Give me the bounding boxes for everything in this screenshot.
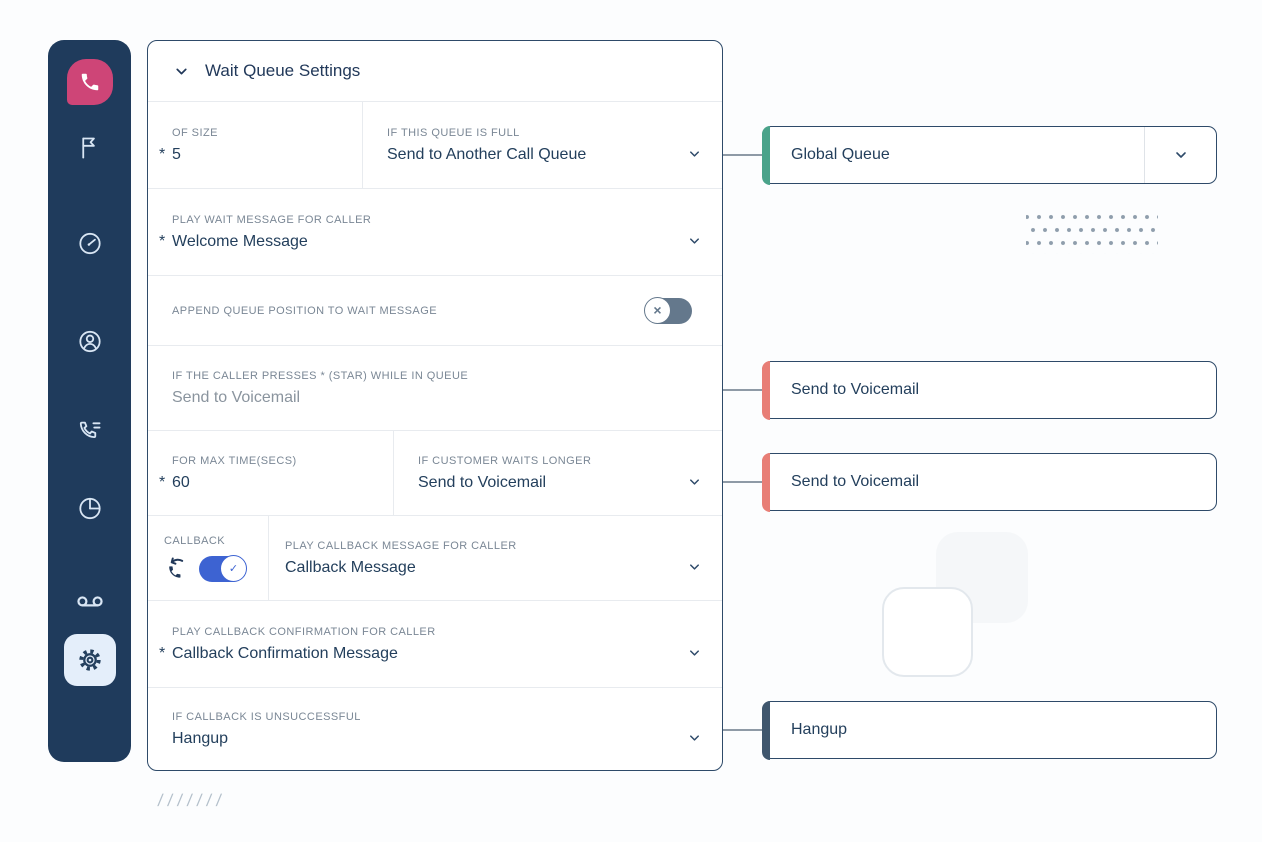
- node-label: Send to Voicemail: [791, 473, 920, 490]
- node-hangup[interactable]: Hangup: [761, 700, 1217, 760]
- field-label: IF CUSTOMER WAITS LONGER: [418, 454, 592, 467]
- node-accent-bar: [761, 125, 770, 185]
- user-icon: [78, 330, 101, 353]
- required-star: *: [159, 145, 166, 163]
- required-star: *: [159, 232, 166, 250]
- phone-list-icon: [79, 421, 100, 439]
- queue-size-value: 5: [172, 145, 181, 163]
- decor-dot-grid: [1026, 214, 1158, 254]
- chevron-down-icon[interactable]: [687, 560, 702, 575]
- panel-title: Wait Queue Settings: [205, 61, 361, 80]
- field-label: IF CALLBACK IS UNSUCCESSFUL: [172, 710, 361, 723]
- field-label: FOR MAX TIME(SECS): [172, 454, 297, 467]
- node-accent-bar: [761, 452, 770, 512]
- callback-unsuccessful-value: Hangup: [172, 729, 229, 747]
- connector-line: [723, 154, 762, 156]
- append-position-toggle[interactable]: [644, 296, 692, 324]
- node-accent-bar: [761, 700, 770, 760]
- row-append-position: APPEND QUEUE POSITION TO WAIT MESSAGE: [148, 276, 722, 346]
- row-callback-unsuccessful: IF CALLBACK IS UNSUCCESSFUL Hangup: [148, 688, 722, 770]
- callback-phone-icon: [169, 557, 184, 578]
- sidebar-item-dashboard[interactable]: [76, 230, 103, 257]
- field-label: IF THE CALLER PRESSES * (STAR) WHILE IN …: [172, 369, 469, 382]
- toggle-x-icon: [644, 296, 671, 324]
- sidebar: [48, 40, 131, 762]
- sidebar-item-voicemail[interactable]: [76, 588, 104, 616]
- flag-icon: [81, 137, 95, 159]
- star-press-value: Send to Voicemail: [172, 388, 301, 406]
- node-accent-bar: [761, 360, 770, 420]
- star-press-field: IF THE CALLER PRESSES * (STAR) WHILE IN …: [148, 346, 722, 430]
- max-time-value: 60: [172, 473, 190, 491]
- node-dropdown-button[interactable]: [1144, 127, 1216, 183]
- callback-toggle[interactable]: [199, 554, 247, 582]
- callback-confirmation-dropdown[interactable]: PLAY CALLBACK CONFIRMATION FOR CALLER * C…: [148, 601, 722, 687]
- node-send-to-voicemail-1[interactable]: Send to Voicemail: [761, 360, 1217, 420]
- node-label: Send to Voicemail: [791, 381, 920, 398]
- pie-chart-icon: [78, 497, 101, 520]
- connector-line: [723, 481, 762, 483]
- node-label: Hangup: [791, 721, 848, 738]
- chevron-down-icon[interactable]: [687, 234, 702, 249]
- sidebar-item-call-metrics[interactable]: [76, 417, 103, 444]
- sidebar-item-contacts[interactable]: [76, 328, 103, 355]
- field-label: IF THIS QUEUE IS FULL: [387, 126, 520, 139]
- app-logo[interactable]: [66, 59, 113, 105]
- callback-cell: CALLBACK: [148, 516, 269, 600]
- wait-queue-settings-panel: Wait Queue Settings OF SIZE * 5 IF THIS Q…: [147, 40, 723, 771]
- field-label: PLAY WAIT MESSAGE FOR CALLER: [172, 213, 372, 226]
- chevron-down-icon: [1175, 152, 1186, 158]
- row-callback: CALLBACK PLAY CALLBACK MESSAGE FOR CALLE…: [148, 516, 722, 601]
- callback-unsuccessful-dropdown[interactable]: IF CALLBACK IS UNSUCCESSFUL Hangup: [148, 688, 722, 770]
- node-send-to-voicemail-2[interactable]: Send to Voicemail: [761, 452, 1217, 512]
- field-label: APPEND QUEUE POSITION TO WAIT MESSAGE: [172, 304, 438, 317]
- sidebar-item-settings[interactable]: [63, 634, 116, 686]
- field-label: OF SIZE: [172, 126, 218, 139]
- sidebar-item-flag[interactable]: [76, 134, 103, 161]
- field-label: PLAY CALLBACK CONFIRMATION FOR CALLER: [172, 625, 436, 638]
- queue-full-value: Send to Another Call Queue: [387, 145, 587, 163]
- row-max-time: FOR MAX TIME(SECS) * 60 IF CUSTOMER WAITS…: [148, 431, 722, 516]
- row-wait-message: PLAY WAIT MESSAGE FOR CALLER * Welcome Me…: [148, 189, 722, 276]
- node-label: Global Queue: [791, 146, 890, 163]
- callback-message-value: Callback Message: [285, 558, 416, 576]
- waits-longer-value: Send to Voicemail: [418, 473, 547, 491]
- gauge-icon: [78, 232, 101, 255]
- gear-icon: [78, 649, 101, 671]
- callback-message-dropdown[interactable]: PLAY CALLBACK MESSAGE FOR CALLER Callbac…: [269, 516, 722, 600]
- chevron-down-icon[interactable]: [687, 147, 702, 162]
- sidebar-item-reports[interactable]: [76, 495, 103, 522]
- callback-confirmation-value: Callback Confirmation Message: [172, 644, 398, 662]
- decor-outlined-square: [882, 587, 973, 677]
- toggle-check-icon: [220, 554, 247, 582]
- node-global-queue[interactable]: Global Queue: [761, 125, 1217, 185]
- active-item-background: [63, 634, 116, 686]
- phone-logo-icon: [66, 59, 113, 105]
- required-star: *: [159, 644, 166, 662]
- row-star-press: IF THE CALLER PRESSES * (STAR) WHILE IN …: [148, 346, 722, 431]
- row-callback-confirmation: PLAY CALLBACK CONFIRMATION FOR CALLER * C…: [148, 601, 722, 688]
- chevron-down-icon[interactable]: [687, 646, 702, 661]
- panel-header[interactable]: Wait Queue Settings: [148, 41, 722, 102]
- connector-line: [723, 729, 762, 731]
- waits-longer-dropdown[interactable]: IF CUSTOMER WAITS LONGER Send to Voicema…: [394, 431, 722, 515]
- max-time-field[interactable]: FOR MAX TIME(SECS) * 60: [148, 431, 394, 515]
- wait-message-value: Welcome Message: [172, 232, 308, 250]
- field-label: PLAY CALLBACK MESSAGE FOR CALLER: [285, 539, 517, 552]
- row-queue-size: OF SIZE * 5 IF THIS QUEUE IS FULL Send to…: [148, 102, 722, 189]
- chevron-down-icon[interactable]: [687, 731, 702, 746]
- field-label: CALLBACK: [164, 534, 226, 547]
- connector-line: [723, 389, 762, 391]
- required-star: *: [159, 473, 166, 491]
- decor-slashes: ///////: [156, 791, 228, 810]
- queue-size-field[interactable]: OF SIZE * 5: [148, 102, 363, 188]
- chevron-down-icon[interactable]: [687, 475, 702, 490]
- queue-full-dropdown[interactable]: IF THIS QUEUE IS FULL Send to Another Ca…: [363, 102, 722, 188]
- voicemail-icon: [76, 596, 103, 607]
- wait-message-dropdown[interactable]: PLAY WAIT MESSAGE FOR CALLER * Welcome Me…: [148, 189, 722, 275]
- collapse-chevron-icon: [176, 68, 187, 74]
